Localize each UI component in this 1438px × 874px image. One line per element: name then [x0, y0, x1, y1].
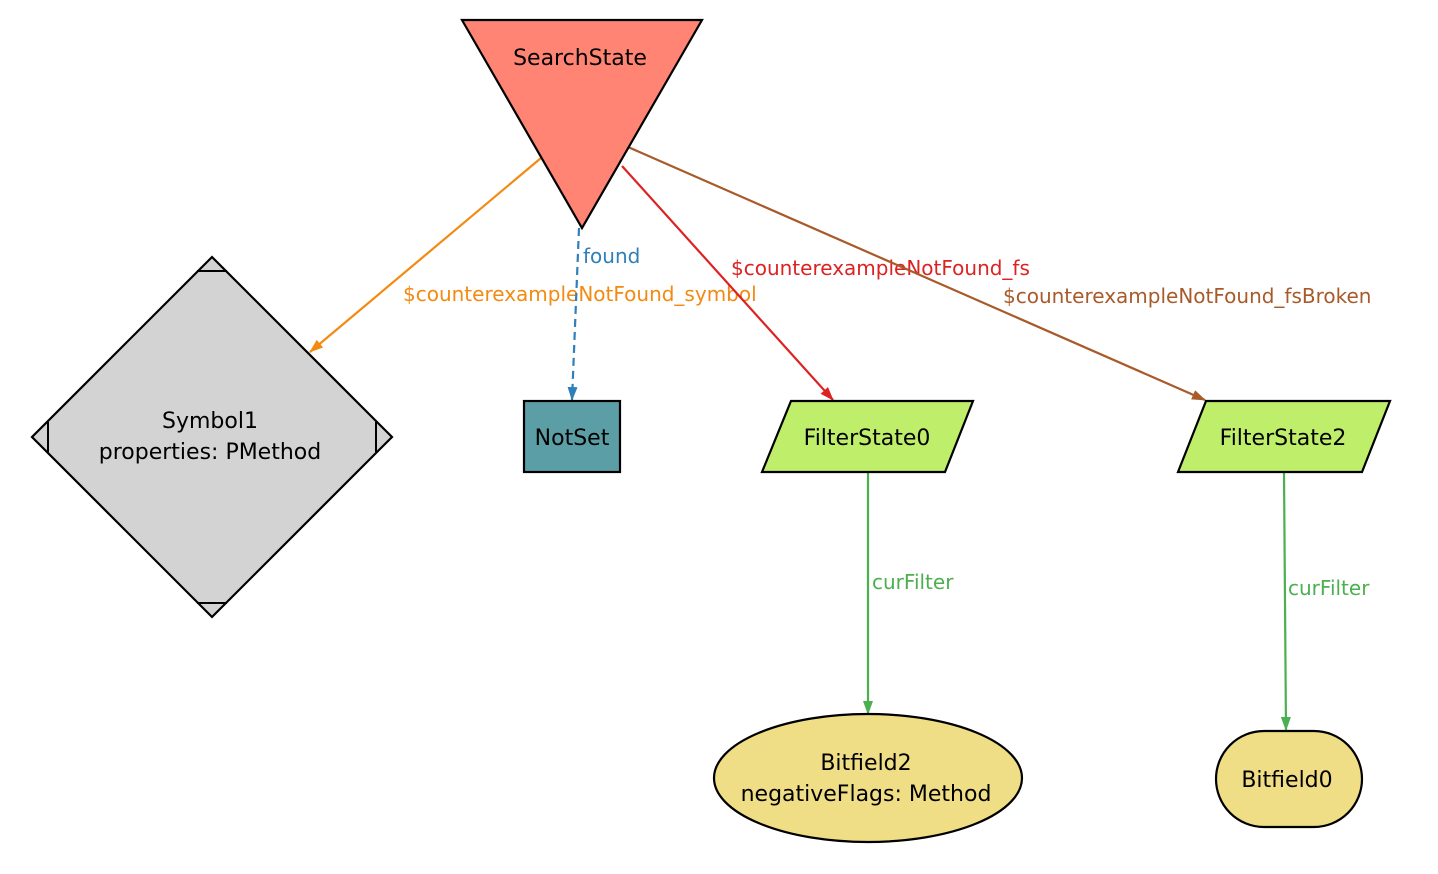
edge-to-filterstate2: $counterexampleNotFound_fsBroken	[627, 145, 1372, 402]
filterstate2-shape	[1176, 399, 1392, 474]
filterstate0-label: FilterState0	[804, 426, 931, 451]
search-state-label: SearchState	[513, 46, 647, 71]
edge-to-filterstate0-label: $counterexampleNotFound_fs	[731, 256, 1030, 280]
bitfield2-title: Bitfield2	[820, 751, 911, 776]
edge-to-filterstate2-label: $counterexampleNotFound_fsBroken	[1003, 284, 1372, 308]
edge-to-symbol: $counterexampleNotFound_symbol	[309, 157, 757, 353]
node-symbol1[interactable]: Symbol1 properties: PMethod	[30, 255, 394, 619]
node-search-state[interactable]: SearchState	[460, 18, 704, 231]
notset-shape	[522, 399, 622, 474]
edge-to-filterstate0: $counterexampleNotFound_fs	[621, 165, 1030, 401]
node-bitfield0[interactable]: Bitfield0	[1214, 729, 1364, 829]
edge-to-notset-line	[567, 227, 581, 401]
node-filterstate2[interactable]: FilterState2	[1176, 399, 1392, 474]
filterstate2-label: FilterState2	[1220, 426, 1347, 451]
edge-to-filterstate2-line	[627, 145, 1206, 402]
bitfield0-shape	[1214, 729, 1364, 829]
edge-to-symbol-label: $counterexampleNotFound_symbol	[403, 282, 757, 306]
edge-fs2-to-bitfield0: curFilter	[1280, 472, 1370, 731]
node-notset[interactable]: NotSet	[522, 399, 622, 474]
bitfield2-property: negativeFlags: Method	[741, 782, 992, 807]
node-filterstate0[interactable]: FilterState0	[760, 399, 975, 474]
edge-fs2-to-bitfield0-label: curFilter	[1288, 576, 1370, 600]
symbol1-property: properties: PMethod	[99, 440, 321, 465]
edge-to-filterstate0-line	[621, 165, 834, 401]
edge-to-symbol-line	[309, 157, 542, 353]
symbol1-title: Symbol1	[162, 409, 258, 434]
symbol1-tab-marks	[47, 270, 377, 604]
filterstate0-shape	[760, 399, 975, 474]
edge-to-notset: found	[567, 227, 640, 401]
edge-fs0-to-bitfield2: curFilter	[863, 473, 954, 715]
node-bitfield2[interactable]: Bitfield2 negativeFlags: Method	[712, 712, 1024, 844]
notset-label: NotSet	[535, 426, 610, 451]
bitfield2-shape	[712, 712, 1024, 844]
search-state-shape	[460, 18, 704, 231]
edge-fs0-to-bitfield2-label: curFilter	[872, 570, 954, 594]
symbol1-shape	[30, 255, 394, 619]
edge-fs2-to-bitfield0-line	[1280, 472, 1291, 731]
bitfield0-label: Bitfield0	[1241, 768, 1332, 793]
edge-to-notset-label: found	[583, 244, 640, 268]
